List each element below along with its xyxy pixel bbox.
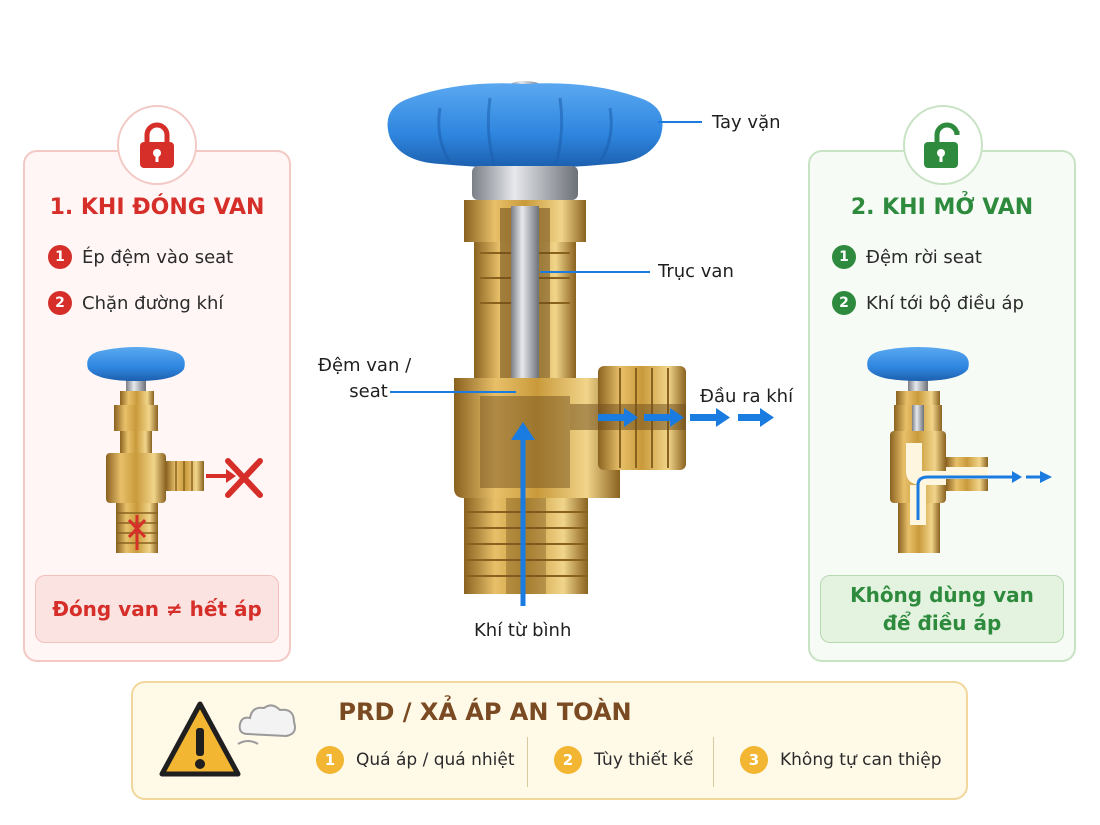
prd-item-1: 1 Quá áp / quá nhiệt	[316, 746, 515, 774]
step-number: 1	[832, 245, 856, 269]
open-note: Không dùng van để điều áp	[820, 575, 1064, 643]
open-step-2: 2 Khí tới bộ điều áp	[832, 291, 1024, 315]
step-text: Chặn đường khí	[82, 292, 224, 314]
step-text: Khí tới bộ điều áp	[866, 292, 1024, 314]
prd-number: 3	[740, 746, 768, 774]
prd-title: PRD / XẢ ÁP AN TOÀN	[338, 698, 632, 726]
prd-text: Tùy thiết kế	[594, 750, 694, 770]
closed-valve-illustration	[87, 347, 263, 553]
step-number: 2	[48, 291, 72, 315]
label-seat-line-1: Đệm van /	[318, 355, 412, 376]
step-text: Ép đệm vào seat	[82, 246, 234, 268]
closed-step-1: 1 Ép đệm vào seat	[48, 245, 233, 269]
open-title: 2. KHI MỞ VAN	[850, 195, 1034, 220]
prd-text: Không tự can thiệp	[780, 750, 942, 770]
warning-icon	[159, 701, 241, 777]
blocked-x-icon	[225, 458, 263, 498]
open-valve-illustration	[867, 347, 1052, 553]
closed-step-2: 2 Chặn đường khí	[48, 291, 223, 315]
prd-panel	[131, 681, 968, 800]
label-stem: Trục van	[658, 261, 734, 282]
step-number: 2	[832, 291, 856, 315]
label-seat: Đệm van / seat	[318, 353, 411, 405]
label-seat-line-2: seat	[349, 381, 388, 402]
valve-cross-section	[387, 81, 774, 606]
divider	[527, 737, 528, 787]
prd-text: Quá áp / quá nhiệt	[356, 750, 515, 770]
prd-number: 2	[554, 746, 582, 774]
open-note-line-2: để điều áp	[882, 611, 1002, 635]
open-step-1: 1 Đệm rời seat	[832, 245, 982, 269]
closed-note: Đóng van ≠ hết áp	[35, 575, 279, 643]
prd-item-2: 2 Tùy thiết kế	[554, 746, 693, 774]
stem	[511, 206, 539, 396]
closed-title: 1. KHI ĐÓNG VAN	[49, 195, 265, 220]
unlock-icon	[924, 122, 960, 168]
label-handle: Tay vặn	[712, 112, 781, 133]
step-number: 1	[48, 245, 72, 269]
label-outlet: Đầu ra khí	[700, 386, 794, 407]
handwheel	[387, 83, 663, 168]
unlock-badge	[903, 105, 983, 185]
label-inlet: Khí từ bình	[474, 620, 572, 641]
divider	[713, 737, 714, 787]
step-text: Đệm rời seat	[866, 246, 982, 268]
prd-item-3: 3 Không tự can thiệp	[740, 746, 942, 774]
gas-cloud-icon	[237, 704, 296, 745]
prd-number: 1	[316, 746, 344, 774]
lock-icon	[140, 122, 174, 168]
open-note-line-1: Không dùng van	[850, 583, 1034, 607]
lock-badge	[117, 105, 197, 185]
